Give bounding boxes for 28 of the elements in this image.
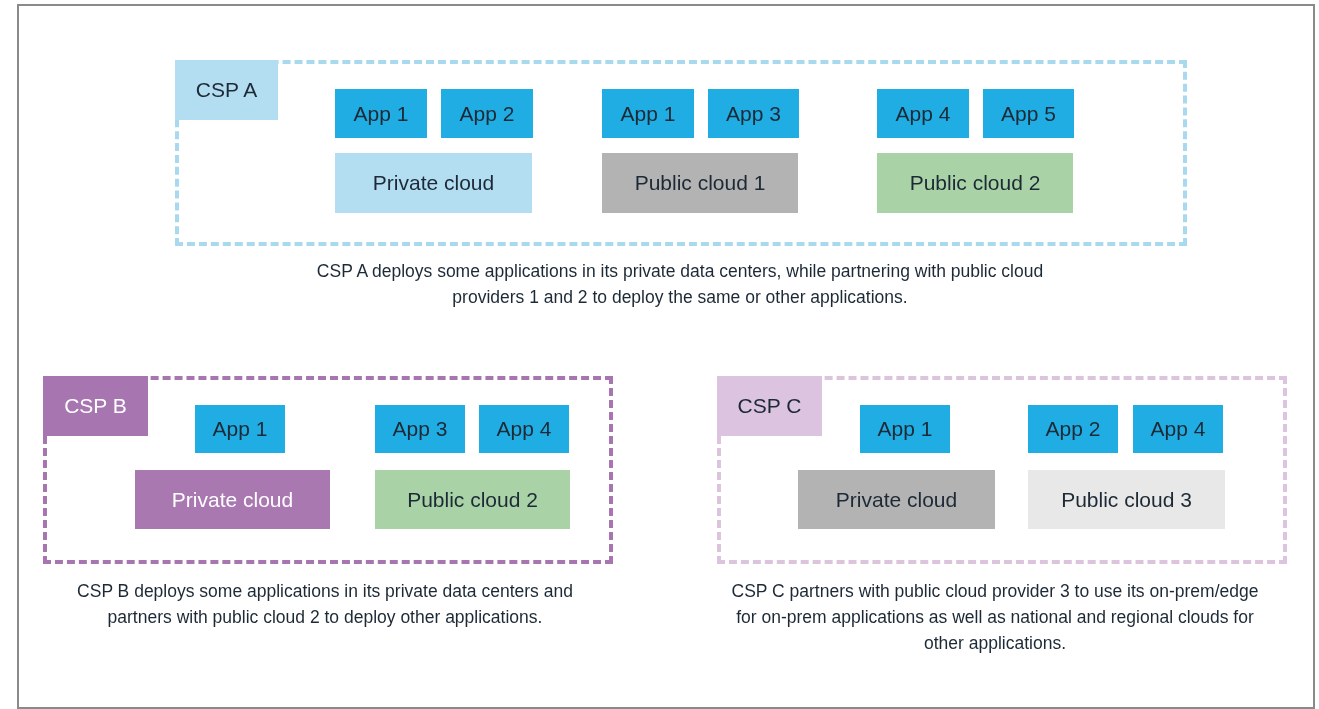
group-tab-label: CSP C: [717, 376, 822, 436]
group-tab-label: CSP B: [43, 376, 148, 436]
cloud-box: Private cloud: [335, 153, 532, 213]
app-box: App 2: [1028, 405, 1118, 453]
app-box: App 4: [1133, 405, 1223, 453]
app-box: App 3: [708, 89, 799, 138]
cloud-box: Public cloud 3: [1028, 470, 1225, 529]
cloud-box: Public cloud 2: [877, 153, 1073, 213]
cloud-box: Public cloud 2: [375, 470, 570, 529]
app-box: App 3: [375, 405, 465, 453]
cloud-box: Private cloud: [135, 470, 330, 529]
dashed-group-frame: [175, 60, 1187, 246]
caption-text: CSP C partners with public cloud provider 3 to use its on-prem/edge for on-prem applications as well as national and regional clouds for other applications.: [730, 580, 1260, 655]
app-box: App 1: [335, 89, 427, 138]
dashed-group-frame: [717, 376, 1287, 564]
app-box: App 2: [441, 89, 533, 138]
cloud-box: Private cloud: [798, 470, 995, 529]
app-box: App 4: [877, 89, 969, 138]
caption-text: CSP B deploys some applications in its private data centers and partners with public cloud 2 to deploy other applications.: [76, 580, 574, 629]
cloud-box: Public cloud 1: [602, 153, 798, 213]
app-box: App 1: [195, 405, 285, 453]
caption-text: CSP A deploys some applications in its private data centers, while partnering with public cloud providers 1 and 2 to deploy the same or other applications.: [315, 260, 1045, 309]
app-box: App 4: [479, 405, 569, 453]
app-box: App 1: [860, 405, 950, 453]
dashed-group-frame: [43, 376, 613, 564]
app-box: App 5: [983, 89, 1074, 138]
group-tab-label: CSP A: [175, 60, 278, 120]
app-box: App 1: [602, 89, 694, 138]
